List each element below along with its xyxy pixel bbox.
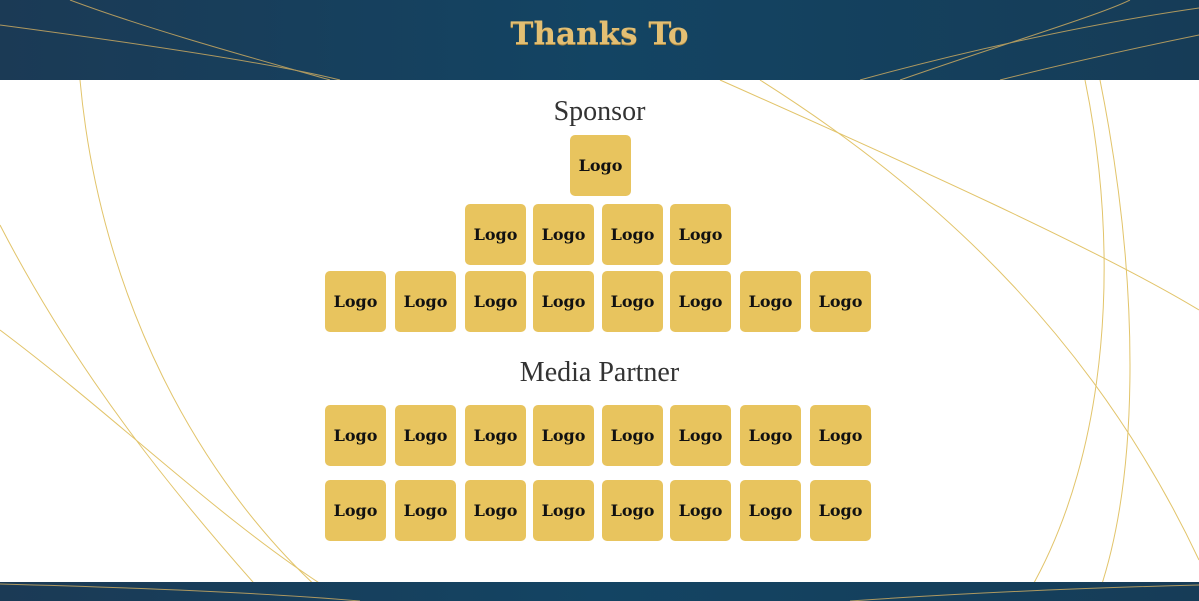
- media-partner-logo-tile: Logo: [740, 480, 801, 541]
- media-partner-logo-tile: Logo: [602, 480, 663, 541]
- sponsor-logo-tile: Logo: [670, 271, 731, 332]
- media-partner-logo-tile: Logo: [325, 405, 386, 466]
- media-partner-logo-tile: Logo: [810, 405, 871, 466]
- sponsor-logo-tile: Logo: [670, 204, 731, 265]
- media-partner-logo-tile: Logo: [325, 480, 386, 541]
- sponsor-logo-tile: Logo: [602, 204, 663, 265]
- media-partner-logo-tile: Logo: [465, 480, 526, 541]
- media-partner-logo-tile: Logo: [395, 405, 456, 466]
- footer-banner: [0, 582, 1199, 601]
- media-partner-logo-tile: Logo: [670, 405, 731, 466]
- sponsor-logo-tile: Logo: [465, 204, 526, 265]
- media-partner-logo-tile: Logo: [465, 405, 526, 466]
- sponsor-heading: Sponsor: [553, 96, 646, 127]
- sponsor-logo-tile: Logo: [570, 135, 631, 196]
- footer-decoration: [0, 583, 1199, 601]
- sponsor-logo-tile: Logo: [325, 271, 386, 332]
- media-partner-logo-tile: Logo: [740, 405, 801, 466]
- media-partner-logo-tile: Logo: [670, 480, 731, 541]
- sponsor-logo-tile: Logo: [810, 271, 871, 332]
- media-partner-logo-tile: Logo: [533, 405, 594, 466]
- sponsor-logo-tile: Logo: [395, 271, 456, 332]
- media-partner-logo-tile: Logo: [810, 480, 871, 541]
- sponsor-logo-tile: Logo: [533, 271, 594, 332]
- header-banner: Thanks To: [0, 0, 1199, 80]
- sponsor-logo-tile: Logo: [602, 271, 663, 332]
- sponsor-logo-tile: Logo: [740, 271, 801, 332]
- media-partner-logo-tile: Logo: [602, 405, 663, 466]
- media-partner-logo-tile: Logo: [533, 480, 594, 541]
- page-title: Thanks To: [510, 16, 689, 52]
- media-partner-heading: Media Partner: [519, 357, 680, 388]
- media-partner-logo-tile: Logo: [395, 480, 456, 541]
- sponsor-logo-tile: Logo: [465, 271, 526, 332]
- sponsor-logo-tile: Logo: [533, 204, 594, 265]
